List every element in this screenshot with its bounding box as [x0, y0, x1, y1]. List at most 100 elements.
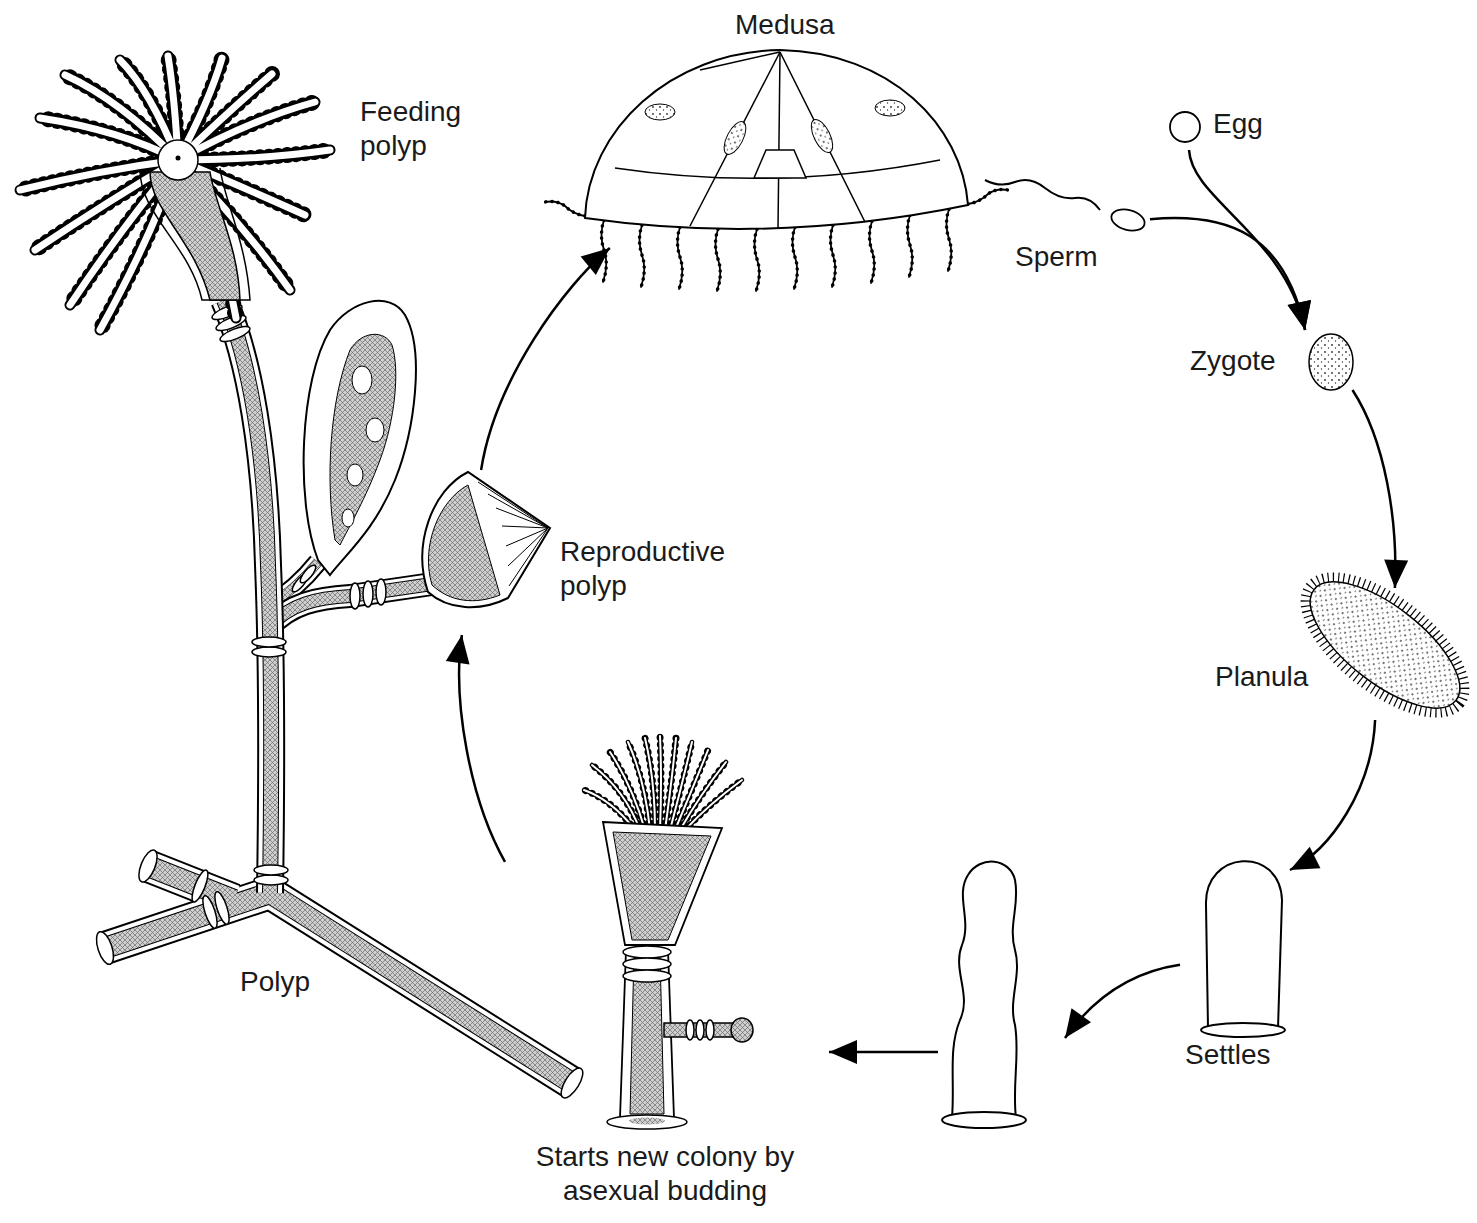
stage-label: Starts new colony by asexual budding — [505, 1140, 825, 1207]
young-colony-figure-part — [629, 1118, 665, 1125]
gonotheca-part — [342, 509, 354, 527]
reproductive-polyp-figure-part-part — [496, 508, 548, 528]
reproductive-polyp-figure-part-part — [478, 482, 548, 528]
perisarc-rings-part — [376, 579, 386, 605]
cycle-arrow — [446, 635, 505, 862]
young-colony-figure-part-part — [623, 946, 671, 958]
reproductive-polyp-figure-part-part — [502, 526, 548, 528]
medusa-figure-part-part — [780, 52, 865, 222]
stolon-tube-part — [105, 866, 572, 1083]
medusa-figure-part-part-part — [640, 225, 645, 287]
stage-label: Zygote — [1190, 344, 1276, 378]
planula-figure — [1284, 553, 1477, 738]
young-colony-figure-part — [613, 832, 711, 940]
gonotheca-part — [366, 418, 384, 442]
feeding-polyp-figure-part — [150, 172, 240, 300]
feeding-polyp-figure-part — [158, 140, 198, 180]
arrow-head — [1290, 847, 1320, 870]
stolon-tube-part — [557, 1065, 587, 1101]
planula-figure-part — [1284, 553, 1477, 738]
stolon-tube-part — [105, 866, 572, 1083]
arrow-line — [1353, 390, 1396, 588]
young-colony-figure-part-part — [623, 958, 671, 970]
medusa-figure-part-part — [700, 52, 780, 70]
medusa-figure-part — [645, 100, 905, 158]
gonotheca-part — [352, 366, 372, 394]
young-colony-figure-part — [603, 822, 722, 945]
colony-branch — [268, 562, 432, 628]
cycle-arrow — [481, 248, 610, 470]
medusa-figure-part-part — [807, 116, 837, 155]
young-colony-figure-part-part — [623, 970, 671, 982]
stage-label: Feeding polyp — [360, 95, 500, 162]
medusa-figure-part-part-part — [793, 227, 798, 289]
feeding-polyp-figure-part — [176, 156, 181, 161]
perisarc-rings-part — [254, 865, 288, 875]
perisarc-rings-part — [350, 583, 360, 609]
arrow-head — [1065, 1008, 1091, 1038]
perisarc-rings-part — [254, 875, 288, 885]
medusa-figure-part — [754, 150, 806, 178]
growing-polyp-figure-part — [952, 862, 1017, 1118]
perisarc-rings-part — [252, 637, 286, 647]
stage-label: Egg — [1213, 107, 1263, 141]
medusa-figure-part — [585, 50, 968, 229]
feeding-polyp-figure-part-part — [20, 56, 330, 330]
perisarc-rings-part — [189, 868, 211, 903]
arrow-head — [1288, 300, 1311, 330]
medusa-figure-part-part-part — [545, 202, 585, 217]
medusa-figure-part-part-part — [968, 190, 1008, 205]
cycle-arrow — [829, 965, 1180, 1064]
perisarc-rings-part — [212, 890, 232, 925]
young-colony-figure-part-part — [686, 1020, 694, 1040]
reproductive-polyp-figure-part — [428, 485, 500, 601]
medusa-figure-part-part-part — [678, 227, 683, 289]
cycle-arrow — [1353, 390, 1409, 588]
cycle-arrow — [1150, 218, 1311, 330]
medusa-figure-part-part — [720, 118, 751, 157]
reproductive-polyp: Reproductive polyp — [420, 470, 775, 635]
arrow-line — [829, 965, 1180, 1052]
planula-stage: Planula — [1212, 588, 1470, 720]
feeding-polyp-figure — [20, 56, 330, 330]
gonotheca-part — [330, 334, 396, 545]
medusa-figure-part-part-part — [908, 215, 913, 277]
stolon-tube — [93, 848, 587, 1102]
medusa-figure-part-part — [690, 52, 780, 226]
medusa-figure-part-part-part — [716, 229, 721, 291]
arrow-line — [459, 635, 505, 862]
medusa-figure-part-part-part — [640, 225, 645, 287]
medusa-figure-part-part-part — [947, 209, 952, 271]
reproductive-polyp-figure — [422, 472, 550, 607]
cycle-arrow — [1189, 150, 1311, 330]
new-colony-stage: Starts new colony by asexual budding — [505, 730, 829, 1218]
young-colony-figure-part-part — [584, 736, 742, 830]
stolon-tube-part — [105, 866, 572, 1083]
sperm-stage: Sperm — [985, 175, 1150, 278]
settled-larva-figure-part — [1206, 861, 1282, 1028]
arrow-head — [829, 1040, 857, 1064]
feeding-polyp-figure-part-part — [20, 56, 330, 330]
zygote-stage: Zygote — [1188, 330, 1363, 390]
stage-label: Polyp — [240, 965, 310, 999]
medusa-figure-part-part-part — [947, 209, 952, 271]
stage-label: Medusa — [735, 8, 835, 42]
arrow-head — [1384, 559, 1408, 588]
reproductive-polyp-figure-part — [478, 482, 548, 586]
arrow-line — [1290, 720, 1375, 870]
feeding-polyp-figure-part-part — [20, 56, 330, 330]
medusa-figure-part-part-part — [831, 225, 836, 287]
medusa-figure-part-part-part — [870, 221, 875, 283]
arrow-head — [581, 248, 610, 275]
cycle-arrow — [1290, 720, 1375, 870]
medusa-figure-part-part-part — [870, 221, 875, 283]
stage-label: Reproductive polyp — [560, 535, 770, 602]
stage-label: Sperm — [1015, 240, 1097, 274]
gonotheca-part — [347, 464, 363, 486]
colony-stalk-part — [224, 300, 271, 893]
egg-figure — [1170, 112, 1200, 142]
perisarc-rings-part — [298, 563, 318, 585]
stage-label: Settles — [1185, 1038, 1271, 1072]
arrow-head — [446, 635, 470, 664]
stolon-tube-part — [93, 930, 117, 967]
